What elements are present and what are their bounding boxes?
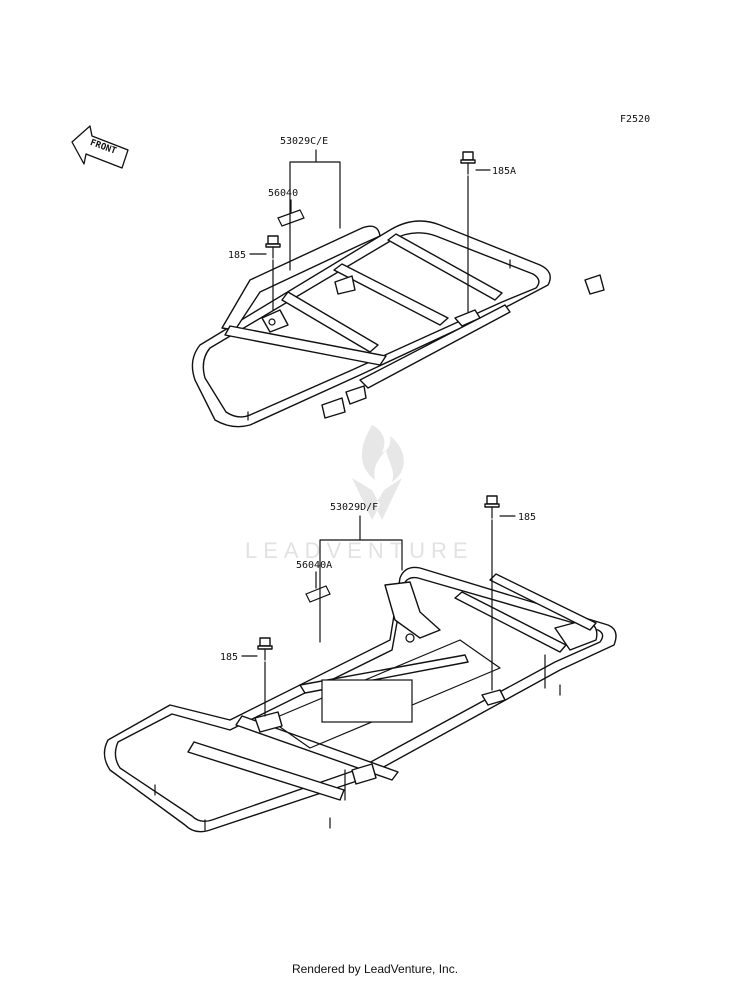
upper-bolt-185: [265, 235, 281, 311]
lower-bolt-185-left: [257, 637, 273, 717]
footer-credit: Rendered by LeadVenture, Inc.: [291, 962, 459, 976]
lower-bolt-right-label: 185: [518, 512, 536, 523]
leadventure-watermark: LEADVENTURE: [245, 425, 474, 563]
watermark-text: LEADVENTURE: [245, 538, 474, 563]
lower-carrier-label: 53029D/F: [330, 502, 378, 513]
upper-bolt-185a: [460, 151, 476, 313]
lower-decal-label: 56040A: [296, 560, 332, 571]
upper-decal-label: 56040: [268, 188, 298, 199]
lower-bolt-185-right: [484, 495, 500, 691]
front-arrow-icon: FRONT: [71, 125, 129, 169]
figure-code: F2520: [620, 114, 650, 125]
upper-carrier-assembly: [191, 209, 605, 428]
upper-carrier-label: 53029C/E: [280, 136, 328, 147]
upper-bolt-left-label: 185: [228, 250, 246, 261]
upper-bolt-right-label: 185A: [492, 166, 516, 177]
lower-decal-56040a: [305, 585, 331, 603]
lower-bolt-left-label: 185: [220, 652, 238, 663]
upper-decal-56040: [277, 209, 305, 227]
lower-carrier-assembly: [103, 566, 617, 833]
